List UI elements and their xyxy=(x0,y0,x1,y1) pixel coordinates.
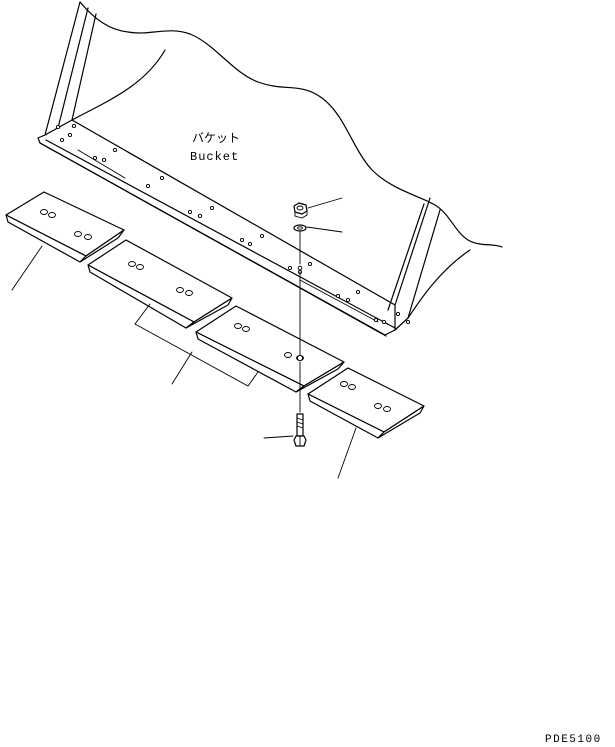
leader-nut xyxy=(307,197,343,209)
leader-bolt xyxy=(263,435,294,439)
bucket-label-jp: バケット xyxy=(192,131,240,145)
nut-icon xyxy=(293,202,308,219)
leader-plate-left xyxy=(11,245,43,291)
bolt-icon xyxy=(293,413,307,447)
cutting-edge-plate-3 xyxy=(195,305,345,393)
leader-washer xyxy=(306,226,343,233)
bolt-hole-plate xyxy=(296,354,304,362)
bucket-break-line xyxy=(79,1,503,248)
bucket-bolt-holes xyxy=(55,123,411,325)
bucket-edge-lower xyxy=(39,142,387,337)
cutting-edge-plate-4 xyxy=(307,367,425,439)
bucket-edge-top xyxy=(44,119,396,306)
cutting-edge-plate-2 xyxy=(87,239,233,329)
washer-icon xyxy=(293,224,307,232)
leader-plate-right xyxy=(337,427,357,479)
bucket-label-en: Bucket xyxy=(190,150,239,164)
leader-lines xyxy=(11,197,357,479)
figure-code: PDE5100 xyxy=(545,734,602,746)
cutting-edge-plate-1 xyxy=(5,191,125,263)
bucket xyxy=(37,1,503,337)
bolt-hole-bucket xyxy=(297,265,303,271)
bucket-right-curve xyxy=(407,249,471,319)
bucket-left-side xyxy=(44,1,97,136)
bucket-left-curve xyxy=(71,49,166,121)
bucket-edge-strip xyxy=(77,149,379,323)
leader-plate-middle xyxy=(134,303,259,387)
